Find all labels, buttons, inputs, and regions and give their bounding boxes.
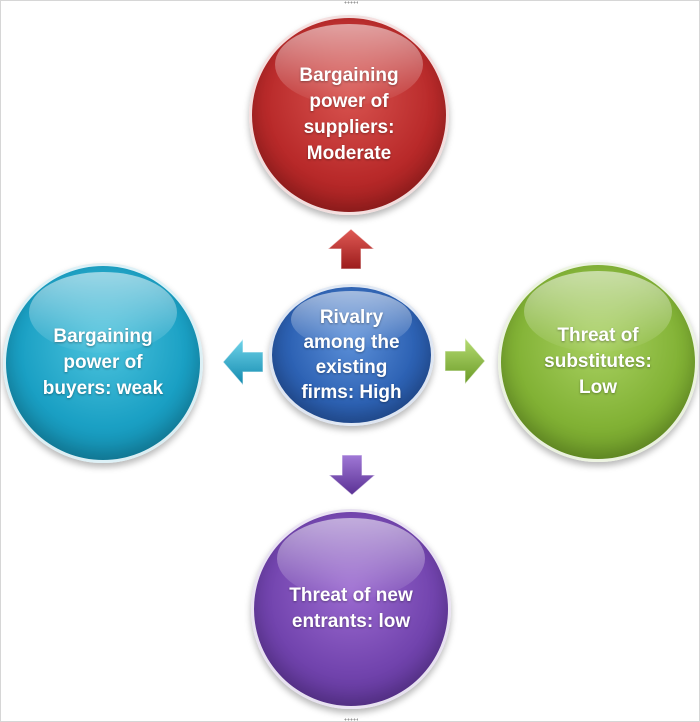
node-supplier-power: Bargaining power of suppliers: Moderate [249,15,449,215]
node-substitutes-threat-label: Threat of substitutes: Low [544,325,652,398]
node-buyer-power-label: Bargaining power of buyers: weak [42,326,164,399]
arrow-up-icon [328,229,374,269]
arrow-down-icon [329,455,375,495]
resize-handle-bottom[interactable] [344,718,358,721]
node-rivalry: Rivalry among the existing firms: High [269,284,434,426]
arrow-right-icon [445,338,485,384]
node-new-entrants-threat: Threat of new entrants: low [251,509,451,709]
arrow-left-icon [223,339,263,385]
node-rivalry-label: Rivalry among the existing firms: High [301,307,402,403]
node-substitutes-threat: Threat of substitutes: Low [498,262,698,462]
node-buyer-power: Bargaining power of buyers: weak [3,263,203,463]
node-supplier-power-label: Bargaining power of suppliers: Moderate [299,65,399,164]
node-new-entrants-threat-label: Threat of new entrants: low [289,585,413,632]
resize-handle-top[interactable] [344,1,358,4]
